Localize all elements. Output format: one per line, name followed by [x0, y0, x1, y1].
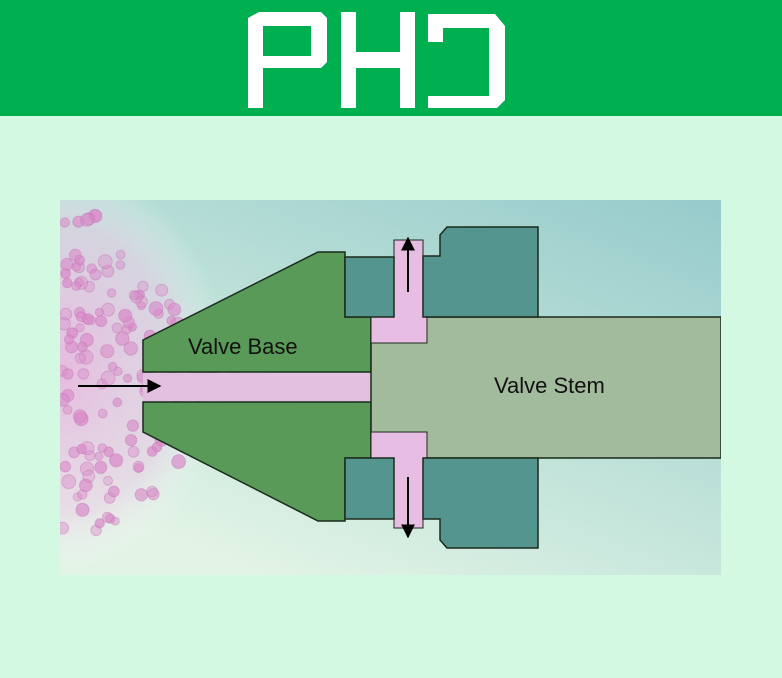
fluid-cell — [60, 268, 71, 279]
fluid-cell — [107, 361, 118, 372]
fluid-cell — [127, 445, 140, 458]
fluid-cell — [61, 474, 77, 490]
fluid-cell — [77, 368, 90, 380]
header-banner — [0, 0, 782, 116]
seat-large-bottom — [422, 457, 539, 549]
fluid-cell — [94, 307, 104, 317]
fluid-cell — [62, 405, 73, 415]
fluid-cell — [133, 463, 144, 473]
fluid-cell — [128, 290, 140, 301]
fluid-cell — [68, 248, 82, 262]
seat-small-top — [344, 256, 395, 318]
fluid-cell — [71, 281, 82, 291]
fluid-cell — [94, 518, 105, 529]
fluid-cell — [89, 268, 102, 281]
fluid-cell — [115, 249, 126, 260]
fluid-cell — [60, 460, 72, 473]
fluid-cell — [84, 450, 96, 462]
fluid-cell — [79, 478, 93, 493]
fluid-cell — [112, 397, 123, 408]
fluid-cell — [62, 277, 73, 289]
fluid-cell — [111, 322, 123, 334]
valve-base-label: Valve Base — [188, 334, 298, 359]
fluid-cell — [97, 443, 108, 453]
fluid-cell — [60, 317, 71, 331]
fluid-cell — [107, 485, 120, 498]
inlet-channel — [143, 373, 371, 401]
fluid-cell — [147, 487, 160, 501]
fluid-cell — [74, 352, 86, 364]
fluid-cell — [101, 511, 114, 524]
fluid-cell — [132, 460, 145, 473]
fluid-cell — [118, 308, 133, 323]
fluid-cell — [78, 349, 94, 365]
fluid-cell — [135, 295, 148, 309]
seat-small-bottom — [344, 457, 395, 520]
fluid-cell — [122, 373, 133, 383]
fluid-cell — [171, 454, 187, 470]
fluid-cell — [62, 368, 74, 380]
fluid-cell — [60, 217, 70, 228]
fluid-cell — [60, 393, 70, 407]
fluid-cell — [151, 441, 163, 453]
fluid-cell — [115, 331, 130, 346]
fluid-cell — [109, 453, 124, 468]
fluid-cell — [82, 212, 96, 226]
fluid-cell — [106, 288, 117, 298]
seat-large-top — [422, 226, 539, 318]
fluid-cell — [100, 344, 115, 359]
fluid-cell — [134, 289, 146, 301]
fluid-cell — [97, 408, 108, 419]
fluid-cell — [115, 260, 126, 270]
fluid-cell — [71, 261, 81, 272]
fluid-cell — [126, 419, 140, 432]
fluid-cell — [75, 311, 87, 323]
fluid-cell — [72, 492, 83, 502]
fluid-cell — [101, 302, 115, 317]
fluid-cell — [137, 301, 146, 311]
fluid-cell — [72, 409, 87, 424]
fluid-cell — [95, 315, 108, 328]
fluid-cell — [97, 254, 113, 270]
fluid-cell — [123, 341, 139, 356]
fluid-cell — [75, 323, 85, 333]
fluid-cell — [77, 489, 88, 500]
fluid-cell — [103, 475, 113, 486]
fluid-cell — [77, 341, 88, 353]
fluid-cell — [124, 434, 138, 447]
fluid-cell — [100, 370, 116, 386]
fluid-cell — [101, 264, 115, 278]
fluid-cell — [134, 488, 149, 502]
fluid-cell — [82, 469, 96, 483]
fluid-cell — [60, 521, 70, 535]
fluid-cell — [63, 334, 75, 345]
fluid-cell — [130, 290, 143, 304]
fluid-cell — [146, 485, 158, 498]
fluid-cell — [94, 451, 104, 461]
fluid-cell — [80, 213, 94, 227]
valve-stem — [370, 316, 721, 459]
phd-logo — [248, 12, 505, 108]
fluid-cell — [76, 443, 87, 455]
fluid-cell — [148, 301, 164, 316]
fluid-cell — [83, 280, 96, 293]
valve-diagram: Valve Base Valve Stem — [60, 200, 721, 575]
valve-stem-label: Valve Stem — [494, 373, 605, 398]
fluid-cell — [155, 283, 169, 297]
fluid-cell — [75, 502, 90, 517]
fluid-cell — [167, 302, 182, 317]
fluid-cell — [94, 460, 108, 474]
fluid-cell — [60, 307, 73, 321]
fluid-cell — [79, 461, 95, 476]
